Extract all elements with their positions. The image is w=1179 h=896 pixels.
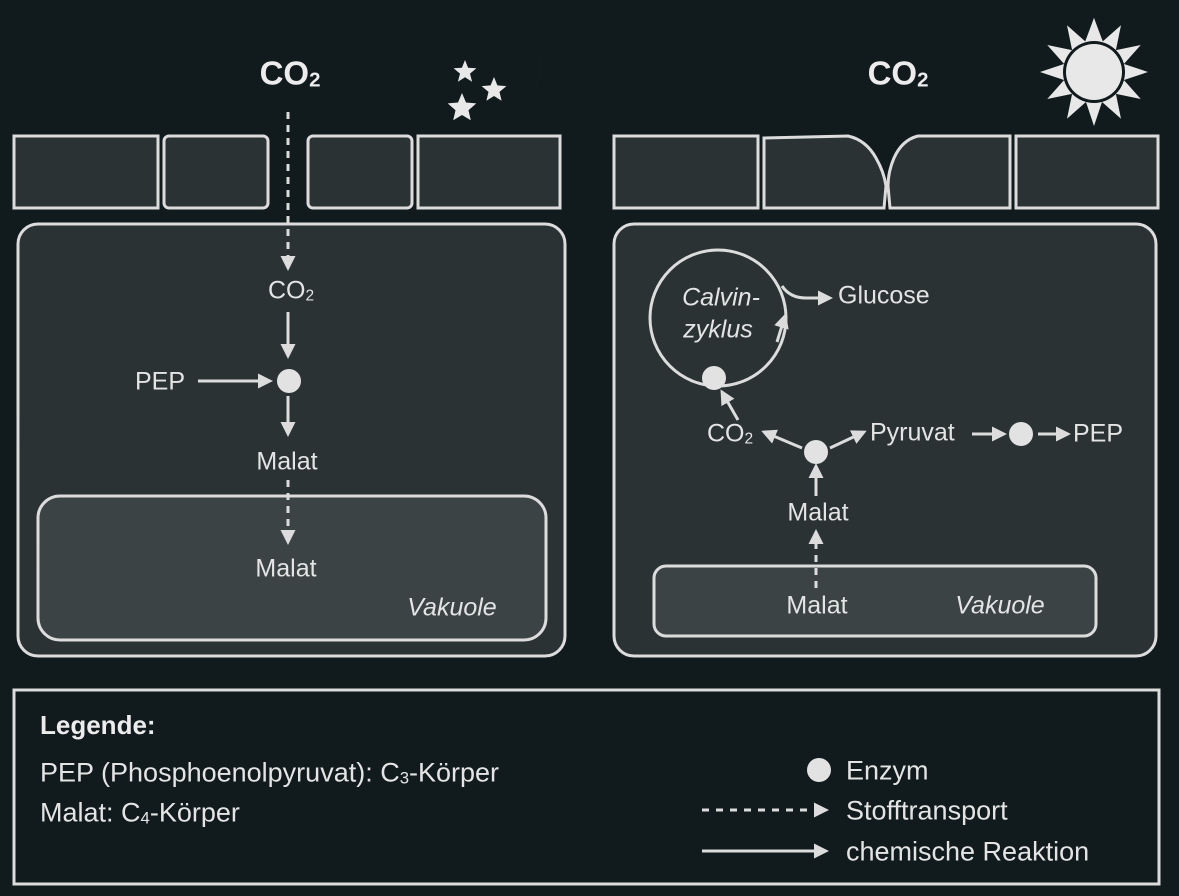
guard-cell — [762, 134, 888, 210]
night-epidermis — [12, 134, 562, 210]
night-co2-title: CO2 — [259, 54, 321, 92]
calvin-label-line2: zyklus — [683, 315, 753, 344]
pyruvat-label: Pyruvat — [870, 418, 955, 447]
star-icon — [447, 93, 477, 121]
day-co2-title: CO2 — [867, 54, 929, 92]
sun-icon — [1040, 18, 1148, 126]
night-pep-label: PEP — [134, 367, 186, 396]
day-pep-label: PEP — [1073, 419, 1124, 448]
enzyme-to-co2-arrow — [761, 429, 803, 450]
legend-pep-definition: PEP (Phosphoenolpyruvat): C3-Körper — [40, 757, 500, 788]
calvin-enzyme — [702, 366, 726, 390]
legend-title: Legende: — [40, 710, 156, 740]
day-mesophyll-cell — [612, 222, 1158, 658]
night-malat-label: Malat — [256, 447, 318, 476]
epidermis-cell — [1014, 134, 1160, 210]
calvin-label-line1: Calvin- — [682, 283, 760, 312]
legend-reaction-label: chemische Reaktion — [846, 836, 1090, 867]
legend-malat-definition: Malat: C4-Körper — [40, 797, 240, 828]
day-vacuole — [652, 564, 1098, 638]
night-vacuole-label: Vakuole — [407, 593, 497, 622]
star-icon — [481, 77, 507, 101]
day-co2-label: CO2 — [706, 419, 754, 448]
night-vacuole — [36, 494, 548, 642]
epidermis-cell — [416, 134, 562, 210]
malat-enzyme — [804, 440, 828, 464]
day-vacuole-malat-label: Malat — [786, 591, 848, 620]
calvin-cycle-direction-arrow — [774, 313, 789, 343]
pyruvat-enzyme — [1009, 422, 1033, 446]
epidermis-cell — [162, 134, 270, 210]
night-co2-label: CO2 — [267, 276, 315, 305]
glucose-label: Glucose — [838, 281, 930, 310]
epidermis-cell — [306, 134, 414, 210]
co2-to-calvin-arrow — [720, 389, 740, 421]
epidermis-cell — [12, 134, 160, 210]
star-icon — [453, 60, 477, 82]
legend-box — [12, 688, 1161, 886]
guard-cell — [886, 134, 1012, 210]
night-vacuole-malat-label: Malat — [255, 554, 317, 583]
enzyme-to-pyruvat-arrow — [829, 430, 867, 450]
day-vacuole-label: Vakuole — [955, 591, 1045, 620]
day-epidermis — [612, 134, 1160, 210]
night-enzyme — [277, 369, 301, 393]
epidermis-cell — [612, 134, 760, 210]
calvin-to-glucose-arrow — [780, 285, 833, 306]
legend-enzyme-dot — [807, 758, 831, 782]
legend-enzyme-label: Enzym — [846, 755, 929, 786]
day-malat-label: Malat — [787, 498, 849, 527]
legend-transport-label: Stofftransport — [846, 795, 1008, 826]
